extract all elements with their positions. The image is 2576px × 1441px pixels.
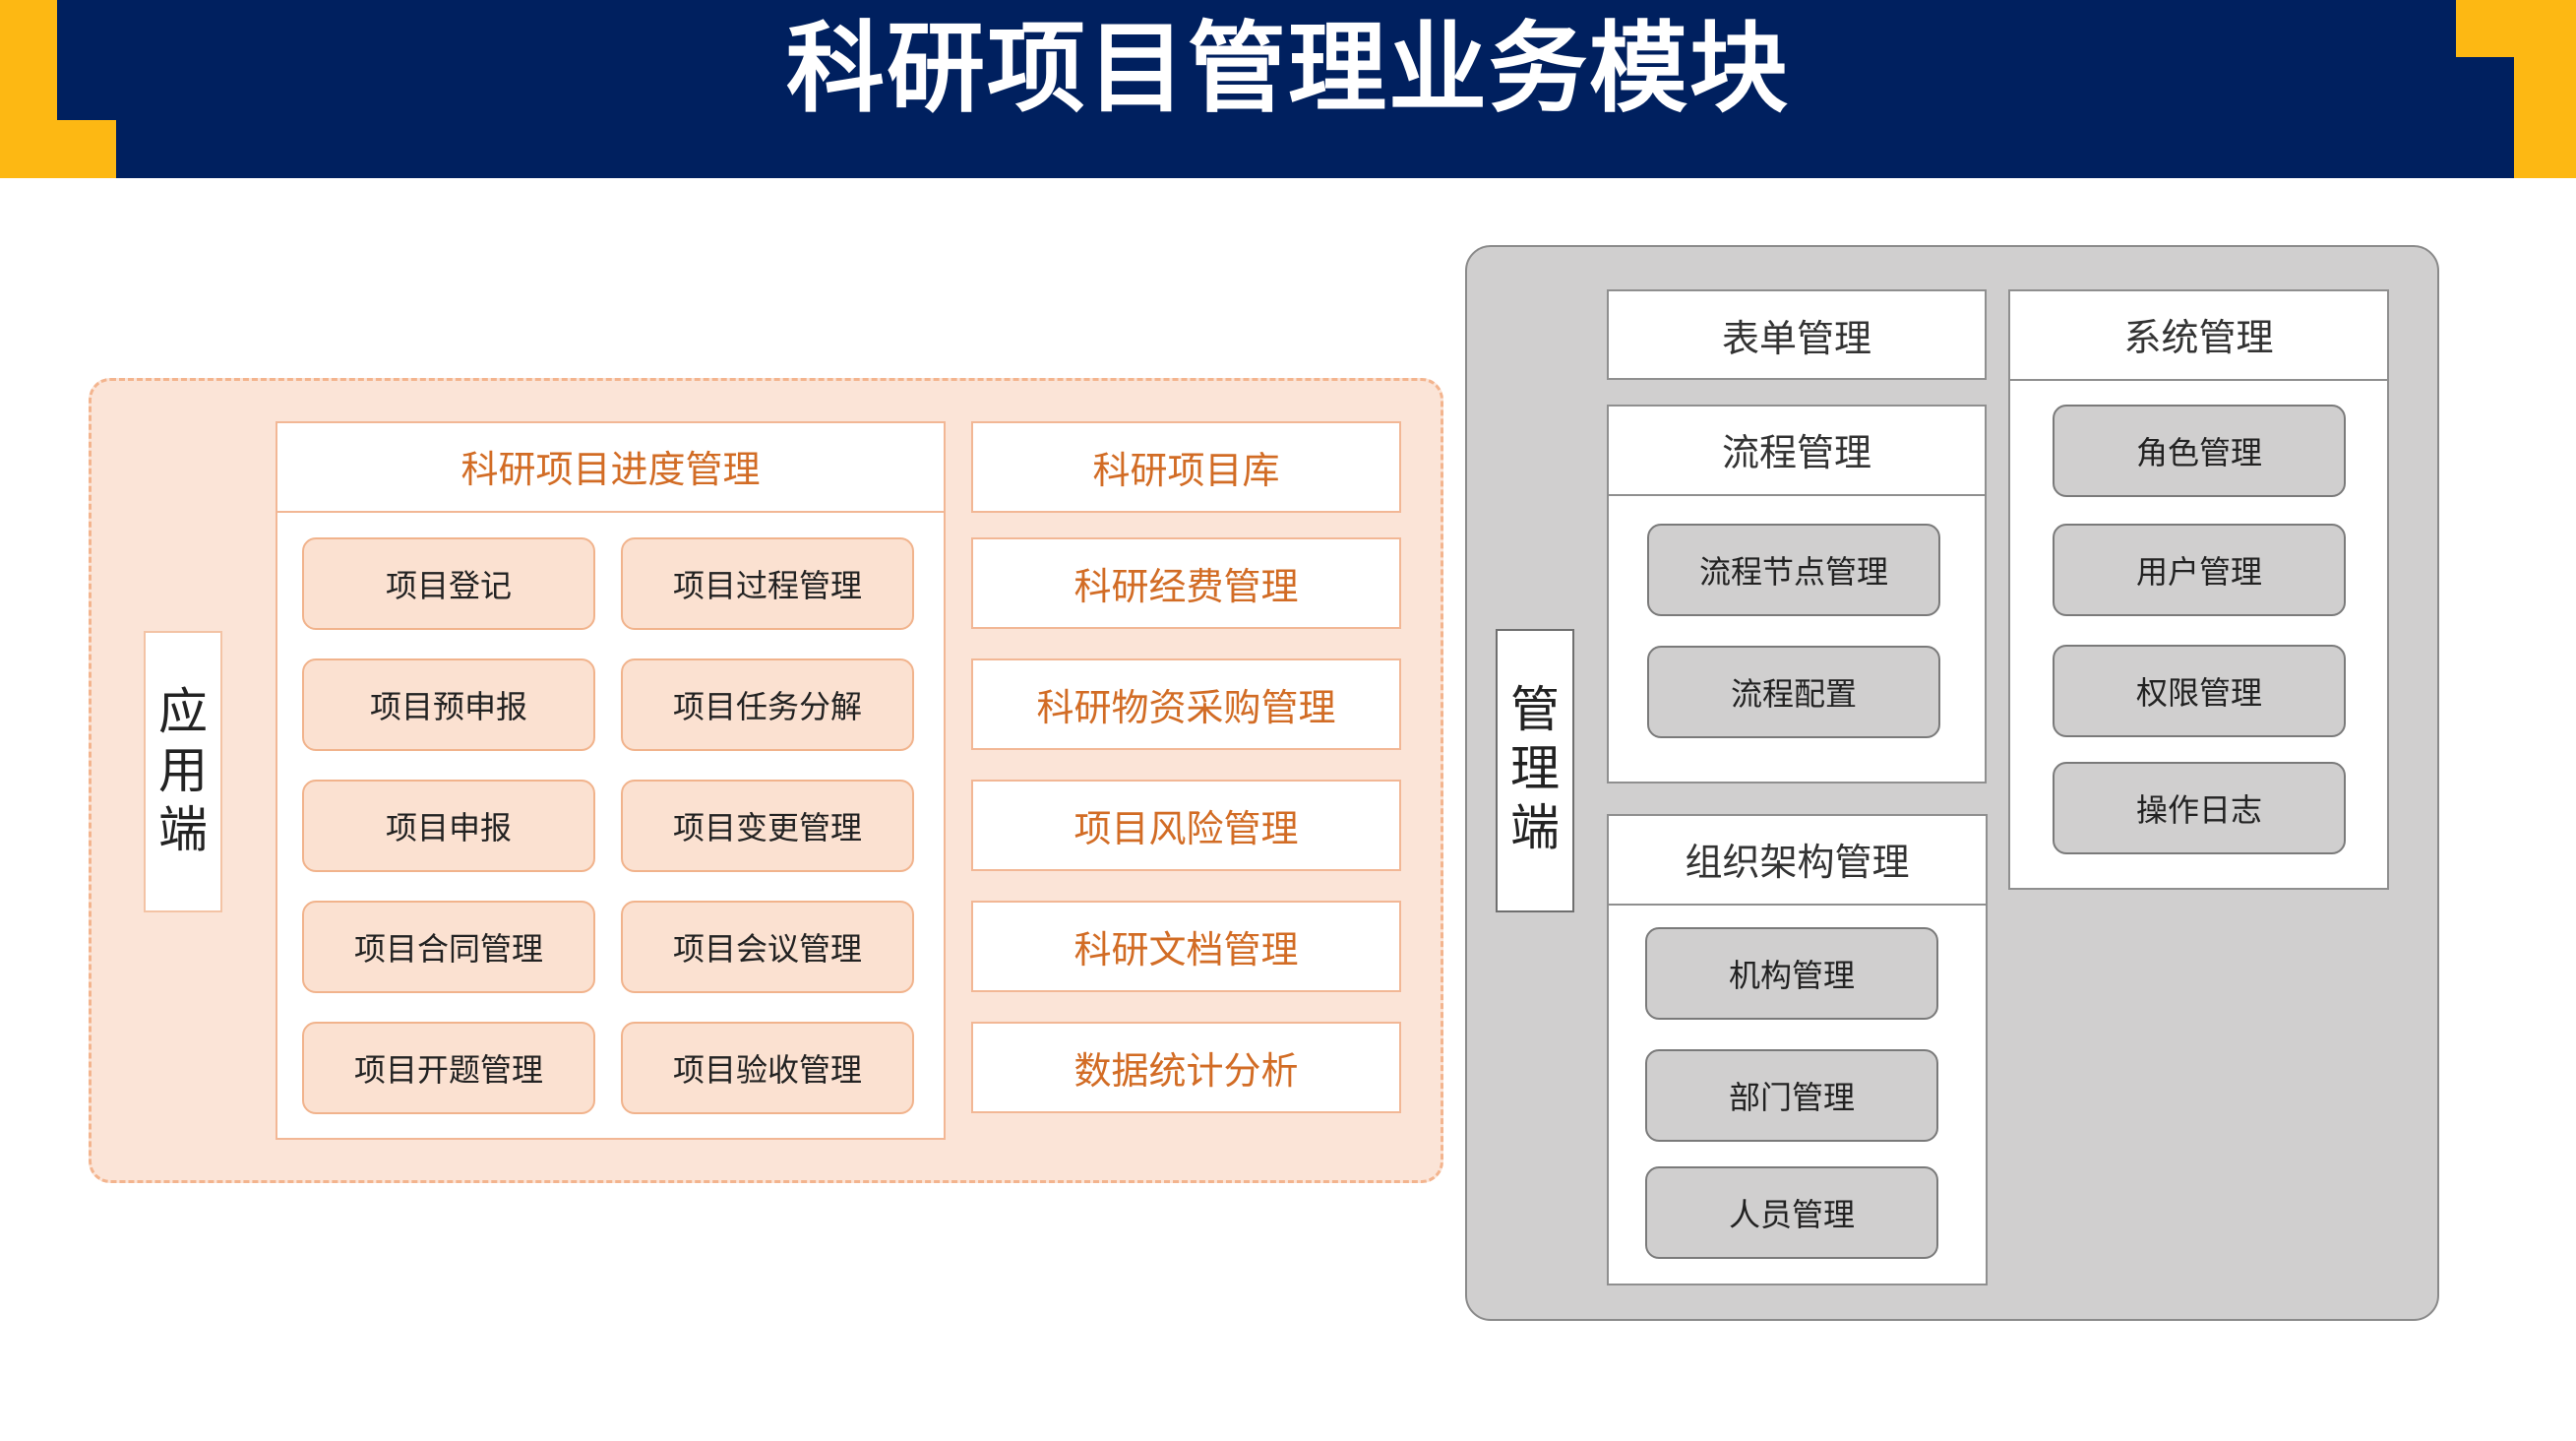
right-accent-top: [2456, 0, 2576, 57]
mgmt-side-label: 管 理 端: [1496, 629, 1574, 912]
left-accent-top: [0, 0, 57, 120]
form-management-box: [1607, 289, 1987, 380]
mgmt-label-char: 端: [1510, 799, 1560, 856]
mgmt-item-flow-config[interactable]: 流程配置: [1647, 646, 1940, 738]
mgmt-item-operation-log[interactable]: 操作日志: [2053, 762, 2346, 854]
app-item-contract-management[interactable]: 项目合同管理: [302, 901, 595, 993]
mgmt-item-institution[interactable]: 机构管理: [1645, 927, 1938, 1020]
page-title: 科研项目管理业务模块: [786, 11, 1790, 126]
app-module-documents[interactable]: 科研文档管理: [971, 901, 1401, 992]
mgmt-item-user[interactable]: 用户管理: [2053, 524, 2346, 616]
form-management-title[interactable]: 表单管理: [1721, 316, 1871, 360]
org-management-title: 组织架构管理: [1607, 814, 1988, 906]
app-item-project-register[interactable]: 项目登记: [302, 537, 595, 630]
app-item-application[interactable]: 项目申报: [302, 780, 595, 872]
app-item-meeting-management[interactable]: 项目会议管理: [621, 901, 914, 993]
right-accent-bottom: [2514, 57, 2576, 178]
app-module-funding[interactable]: 科研经费管理: [971, 537, 1401, 629]
flow-management-title: 流程管理: [1607, 405, 1987, 496]
left-accent-bottom: [0, 120, 116, 178]
app-item-pre-application[interactable]: 项目预申报: [302, 658, 595, 751]
app-label-char: 用: [158, 742, 208, 799]
app-item-acceptance-management[interactable]: 项目验收管理: [621, 1022, 914, 1114]
mgmt-item-role[interactable]: 角色管理: [2053, 405, 2346, 497]
mgmt-item-personnel[interactable]: 人员管理: [1645, 1166, 1938, 1259]
app-item-kickoff-management[interactable]: 项目开题管理: [302, 1022, 595, 1114]
mgmt-label-char: 管: [1510, 681, 1560, 738]
app-label-char: 应: [158, 683, 208, 740]
mgmt-item-department[interactable]: 部门管理: [1645, 1049, 1938, 1142]
app-module-statistics[interactable]: 数据统计分析: [971, 1022, 1401, 1113]
app-label-char: 端: [158, 801, 208, 858]
app-module-risk[interactable]: 项目风险管理: [971, 780, 1401, 871]
header-bar: [0, 0, 2576, 178]
progress-management-title: 科研项目进度管理: [276, 421, 946, 513]
mgmt-item-permission[interactable]: 权限管理: [2053, 645, 2346, 737]
app-item-change-management[interactable]: 项目变更管理: [621, 780, 914, 872]
app-side-label: 应 用 端: [144, 631, 222, 912]
system-management-title: 系统管理: [2008, 289, 2389, 381]
app-module-project-library[interactable]: 科研项目库: [971, 421, 1401, 513]
app-module-procurement[interactable]: 科研物资采购管理: [971, 658, 1401, 750]
app-item-task-breakdown[interactable]: 项目任务分解: [621, 658, 914, 751]
mgmt-item-flow-node[interactable]: 流程节点管理: [1647, 524, 1940, 616]
app-item-process-management[interactable]: 项目过程管理: [621, 537, 914, 630]
mgmt-label-char: 理: [1510, 740, 1560, 797]
